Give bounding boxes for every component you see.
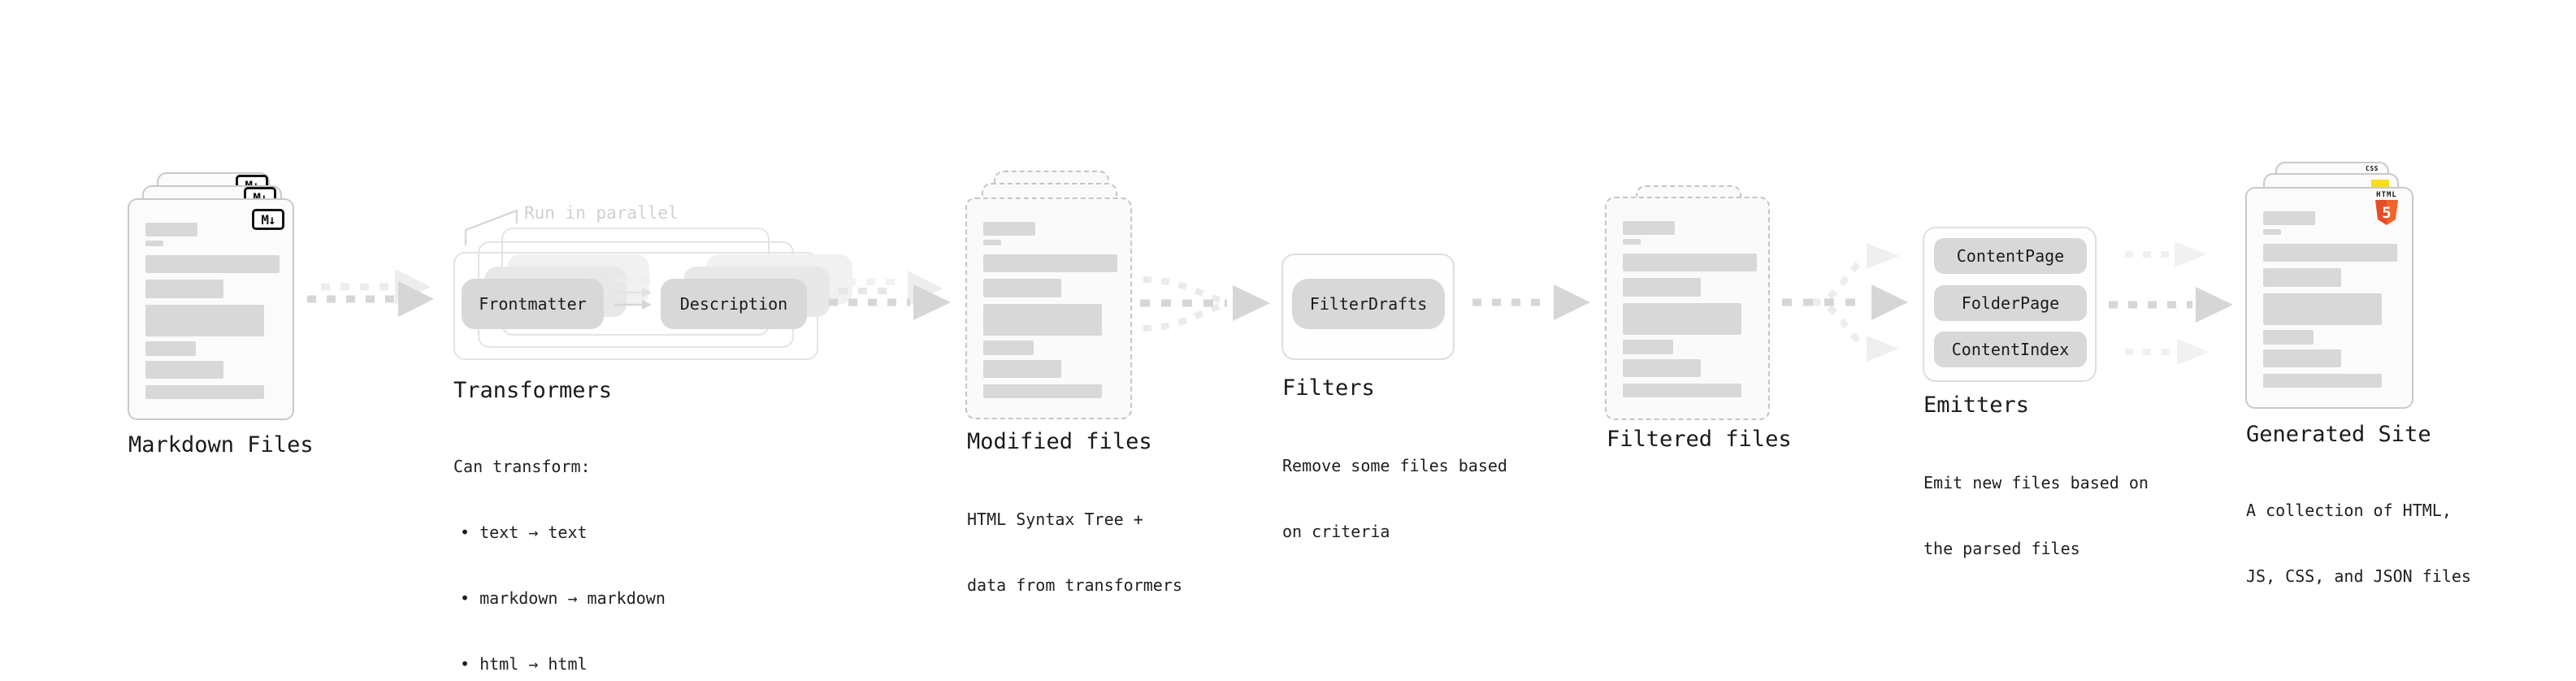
doc-text-bar <box>983 222 1035 236</box>
modified-desc-line: HTML Syntax Tree + <box>967 510 1143 529</box>
modified-file-card <box>965 197 1132 419</box>
doc-text-bar <box>2263 244 2397 262</box>
html5-icon-label: HTML <box>2376 191 2397 199</box>
generated-desc-line: JS, CSS, and JSON files <box>2246 566 2471 586</box>
generated-site-label: Generated Site <box>2246 422 2431 447</box>
doc-text-bar <box>145 241 163 246</box>
doc-text-bar <box>145 255 280 273</box>
transformers-bullet: • markdown → markdown <box>460 588 666 608</box>
doc-text-bar <box>983 304 1102 336</box>
filters-description: Remove some files based on criteria <box>1282 411 1507 587</box>
flow-arrow-markdown-to-transformers <box>307 269 434 317</box>
doc-text-bar <box>1623 384 1741 397</box>
doc-text-bar <box>983 254 1117 272</box>
flow-arrow-modified-to-filters <box>1140 276 1270 332</box>
filters-desc-line: on criteria <box>1282 522 1390 541</box>
doc-text-bar <box>145 305 264 336</box>
doc-text-bar <box>1623 278 1701 297</box>
doc-text-bar <box>1623 254 1757 271</box>
modified-desc-line: data from transformers <box>967 575 1182 595</box>
modified-files-label: Modified files <box>967 429 1152 454</box>
doc-text-bar <box>983 384 1102 398</box>
run-in-parallel-annotation: Run in parallel <box>524 203 679 223</box>
transformers-bullet: • text → text <box>460 523 588 542</box>
doc-text-bar <box>1623 340 1673 354</box>
doc-text-bar <box>145 361 223 379</box>
doc-text-bar <box>1623 221 1675 235</box>
doc-text-bar <box>983 279 1061 297</box>
doc-text-bar <box>2263 229 2281 235</box>
transformers-desc-title: Can transform: <box>453 457 591 476</box>
doc-text-bar <box>145 280 223 298</box>
flow-arrow-filters-to-filtered <box>1472 284 1590 320</box>
frontmatter-pill: Frontmatter <box>462 279 604 329</box>
transform-step-arrows <box>614 275 652 310</box>
doc-text-bar <box>2263 374 2382 388</box>
doc-text-bar <box>2263 293 2382 325</box>
generated-site-description: A collection of HTML, JS, CSS, and JSON … <box>2246 456 2471 631</box>
filtered-files-label: Filtered files <box>1607 427 1792 452</box>
flow-arrow-filtered-to-emitters <box>1782 243 1908 362</box>
markdown-icon: M↓ <box>252 209 284 230</box>
doc-text-bar <box>2263 330 2314 345</box>
filters-label: Filters <box>1282 375 1375 401</box>
generated-desc-line: A collection of HTML, <box>2246 501 2452 520</box>
contentindex-pill: ContentIndex <box>1934 332 2087 367</box>
markdown-icon-glyph: M↓ <box>261 211 275 228</box>
folderpage-pill: FolderPage <box>1934 285 2087 321</box>
doc-text-bar <box>145 385 264 399</box>
transformers-description: Can transform: • text → text • markdown … <box>453 412 666 681</box>
filterdrafts-pill: FilterDrafts <box>1292 279 1445 329</box>
doc-text-bar <box>2263 211 2315 225</box>
markdown-file-card: M↓ <box>128 198 294 420</box>
doc-text-bar <box>1623 303 1741 335</box>
html5-icon: HTML 5 <box>2372 191 2401 225</box>
doc-text-bar <box>145 223 197 236</box>
transformers-bullet: • html → html <box>460 654 588 674</box>
markdown-files-label: Markdown Files <box>128 432 314 458</box>
doc-text-bar <box>2263 349 2341 367</box>
description-pill: Description <box>661 279 807 329</box>
flow-arrow-emitters-to-generated <box>2109 241 2233 365</box>
html5-icon-number: 5 <box>2382 203 2392 222</box>
flow-arrow-transformers-to-modified <box>829 271 951 320</box>
doc-text-bar <box>983 360 1061 378</box>
contentpage-pill: ContentPage <box>1934 238 2087 274</box>
modified-files-description: HTML Syntax Tree + data from transformer… <box>967 465 1182 640</box>
emitters-label: Emitters <box>1923 393 2030 418</box>
html5-icon-shield: 5 <box>2375 200 2398 225</box>
transformers-label: Transformers <box>453 378 613 403</box>
emitters-desc-line: Emit new files based on <box>1923 473 2149 492</box>
filtered-file-card <box>1605 197 1770 420</box>
doc-text-bar <box>2263 268 2341 287</box>
filters-desc-line: Remove some files based <box>1282 456 1507 475</box>
doc-text-bar <box>983 240 1001 245</box>
emitters-desc-line: the parsed files <box>1923 539 2080 558</box>
doc-text-bar <box>983 340 1034 355</box>
css-icon-label: CSS <box>2366 165 2379 172</box>
doc-text-bar <box>145 341 196 356</box>
doc-text-bar <box>1623 239 1641 245</box>
emitters-description: Emit new files based on the parsed files <box>1923 428 2149 604</box>
annotation-leader-line <box>464 209 518 245</box>
generated-file-card: HTML 5 <box>2245 187 2413 409</box>
doc-text-bar <box>1623 359 1701 377</box>
